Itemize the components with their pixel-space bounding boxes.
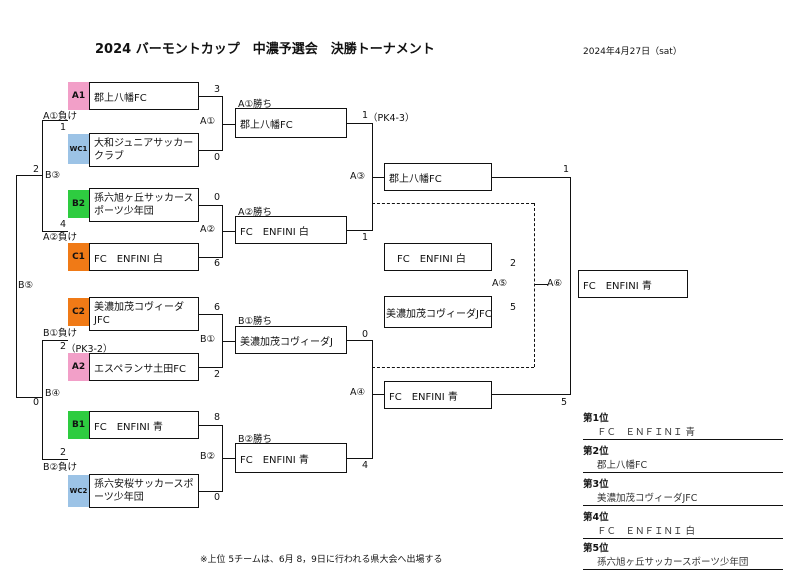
match-label-a2: A② <box>200 224 216 235</box>
loser-label-b1: B①負け <box>43 328 78 339</box>
loser-label-b2: B②負け <box>43 462 78 473</box>
score-a2: 2 <box>214 369 221 380</box>
rank-1-team: ＦＣ ＥＮＦＩＮＩ 青 <box>597 427 696 438</box>
semi-box-bottom: FC ENFINI 青 <box>384 381 492 409</box>
seed-c2: C2 <box>68 298 89 326</box>
rank-4: 第4位 ＦＣ ＥＮＦＩＮＩ 白 <box>583 509 783 537</box>
r2-score-b1: 0 <box>362 329 369 340</box>
r2-pk-a1: （PK4-3） <box>368 113 415 124</box>
match-label-a5: A⑤ <box>492 278 508 289</box>
match-label-b4: B④ <box>45 388 61 399</box>
page-title: 2024 バーモントカップ 中濃予選会 決勝トーナメント <box>95 42 435 57</box>
score-b1: 8 <box>214 412 221 423</box>
r2-box-a2: FC ENFINI 白 <box>235 216 347 244</box>
match-label-a1: A① <box>200 116 216 127</box>
rank-2-team: 郡上八幡FC <box>597 460 648 471</box>
match-label-a3: A③ <box>350 171 366 182</box>
r2-label-b1: B①勝ち <box>238 316 273 327</box>
b3-score-bottom: 4 <box>60 219 67 230</box>
loser-label-a1: A①負け <box>43 111 78 122</box>
score-c2: 6 <box>214 302 221 313</box>
semi-score-top: 1 <box>563 164 570 175</box>
rank-2: 第2位 郡上八幡FC <box>583 443 783 471</box>
b5-score-top: 2 <box>33 164 40 175</box>
loser-label-a2: A②負け <box>43 232 78 243</box>
b4-score-top: 2 <box>60 341 67 352</box>
rank-5-team: 孫六旭ヶ丘サッカースポーツ少年団 <box>597 557 749 568</box>
team-box-b2: 孫六旭ヶ丘サッカースポーツ少年団 <box>89 188 199 222</box>
seed-wc1: WC1 <box>68 134 89 164</box>
rank-4-team: ＦＣ ＥＮＦＩＮＩ 白 <box>597 526 696 537</box>
score-wc2: 0 <box>214 492 221 503</box>
r2-box-a1: 郡上八幡FC <box>235 108 347 138</box>
third-box-2: 美濃加茂コヴィーダJFC <box>384 296 492 328</box>
rank-2-title: 第2位 <box>583 446 609 457</box>
team-box-wc1: 大和ジュニアサッカークラブ <box>89 133 199 167</box>
footer-note: ※上位 5チームは、6月 8，9日に行われる県大会へ出場する <box>200 555 443 565</box>
r2-box-b1: 美濃加茂コヴィーダJ <box>235 326 347 354</box>
team-box-a2: エスペランサ土田FC <box>89 353 199 381</box>
event-date: 2024年4月27日（sat） <box>583 47 682 57</box>
match-label-a6: A⑥ <box>547 278 563 289</box>
seed-a1: A1 <box>68 82 89 110</box>
score-wc1: 0 <box>214 152 221 163</box>
seed-a2: A2 <box>68 353 89 381</box>
team-box-wc2: 孫六安桜サッカースポーツ少年団 <box>89 474 199 508</box>
score-c1: 6 <box>214 258 221 269</box>
b5-score-bottom: 0 <box>33 397 40 408</box>
score-a1: 3 <box>214 84 221 95</box>
seed-wc2: WC2 <box>68 475 89 507</box>
b4-pk: （PK3-2） <box>66 344 113 355</box>
match-label-a4: A④ <box>350 387 366 398</box>
rank-1-title: 第1位 <box>583 413 609 424</box>
r2-label-a1: A①勝ち <box>238 99 273 110</box>
r2-box-b2: FC ENFINI 青 <box>235 443 347 473</box>
final-box: FC ENFINI 青 <box>578 270 688 298</box>
team-box-a1: 郡上八幡FC <box>89 82 199 110</box>
semi-box-top: 郡上八幡FC <box>384 163 492 191</box>
team-box-c2: 美濃加茂コヴィーダJFC <box>89 297 199 331</box>
third-box-1: FC ENFINI 白 <box>384 243 492 271</box>
third-score-1: 2 <box>510 258 517 269</box>
seed-b2: B2 <box>68 190 89 218</box>
match-label-b1: B① <box>200 334 216 345</box>
r2-label-b2: B②勝ち <box>238 434 273 445</box>
rank-3-team: 美濃加茂コヴィーダJFC <box>597 493 698 504</box>
rank-4-title: 第4位 <box>583 512 609 523</box>
r2-score-a2: 1 <box>362 232 369 243</box>
seed-b1: B1 <box>68 411 89 439</box>
seed-c1: C1 <box>68 243 89 271</box>
rank-5-title: 第5位 <box>583 543 609 554</box>
rank-3: 第3位 美濃加茂コヴィーダJFC <box>583 476 783 504</box>
rank-5: 第5位 孫六旭ヶ丘サッカースポーツ少年団 <box>583 540 783 568</box>
rank-3-title: 第3位 <box>583 479 609 490</box>
r2-label-a2: A②勝ち <box>238 207 273 218</box>
match-label-b5: B⑤ <box>18 280 34 291</box>
semi-score-bottom: 5 <box>561 397 568 408</box>
b3-score-top: 1 <box>60 122 67 133</box>
match-label-b2: B② <box>200 451 216 462</box>
score-b2: 0 <box>214 192 221 203</box>
r2-score-b2: 4 <box>362 460 369 471</box>
team-box-c1: FC ENFINI 白 <box>89 243 199 271</box>
r2-score-a1: 1 <box>362 110 369 121</box>
third-score-2: 5 <box>510 302 517 313</box>
team-box-b1: FC ENFINI 青 <box>89 411 199 439</box>
rank-1: 第1位 ＦＣ ＥＮＦＩＮＩ 青 <box>583 410 783 438</box>
b4-score-bottom: 2 <box>60 447 67 458</box>
match-label-b3: B③ <box>45 170 61 181</box>
